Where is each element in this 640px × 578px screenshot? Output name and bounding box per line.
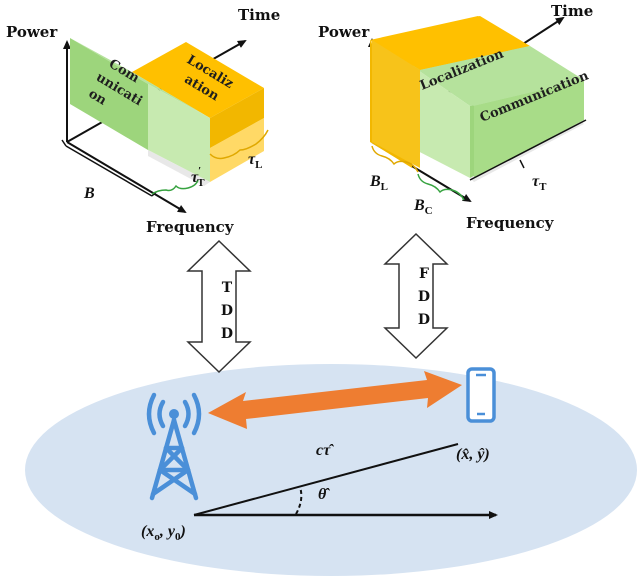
right-frequency-label: Frequency [466, 214, 555, 232]
base-station-icon [146, 392, 202, 501]
fdd-letter: F [419, 266, 429, 282]
distance-line [193, 443, 459, 516]
right-spectrum-panel: Power Time Frequency Localization Commun… [318, 2, 593, 232]
right-power-label: Power [318, 23, 370, 41]
loc-band-label: BL [369, 173, 388, 193]
right-time-span-label: τT [532, 173, 547, 193]
bs-position-label: (xo, y0) [141, 523, 186, 543]
fdd-duplex-arrow: F D D [383, 232, 449, 360]
tdd-letter: T [222, 280, 233, 296]
fdd-letter: D [418, 289, 430, 305]
loc-time-label: τL [248, 151, 262, 171]
tdd-letter: D [221, 303, 233, 319]
phone-icon [466, 367, 496, 423]
fdd-letter: D [418, 312, 430, 328]
angle-arc [295, 486, 303, 515]
distance-label: cτ̂ [316, 442, 334, 459]
tdd-letter: D [221, 326, 233, 342]
right-time-label: Time [551, 2, 593, 20]
communication-link-arrow [208, 371, 462, 429]
tdd-duplex-arrow: T D D [186, 239, 252, 374]
left-spectrum-panel: Power Time Frequency Com unicati on Loca… [6, 6, 280, 236]
left-frequency-label: Frequency [146, 218, 235, 236]
comm-band-label: BC [413, 197, 433, 217]
user-position-label: (x̂, ŷ) [456, 446, 490, 463]
left-power-label: Power [6, 23, 58, 41]
guard-time-label: τ′T [191, 165, 205, 189]
bandwidth-label: B [83, 185, 95, 202]
left-time-label: Time [238, 6, 280, 24]
